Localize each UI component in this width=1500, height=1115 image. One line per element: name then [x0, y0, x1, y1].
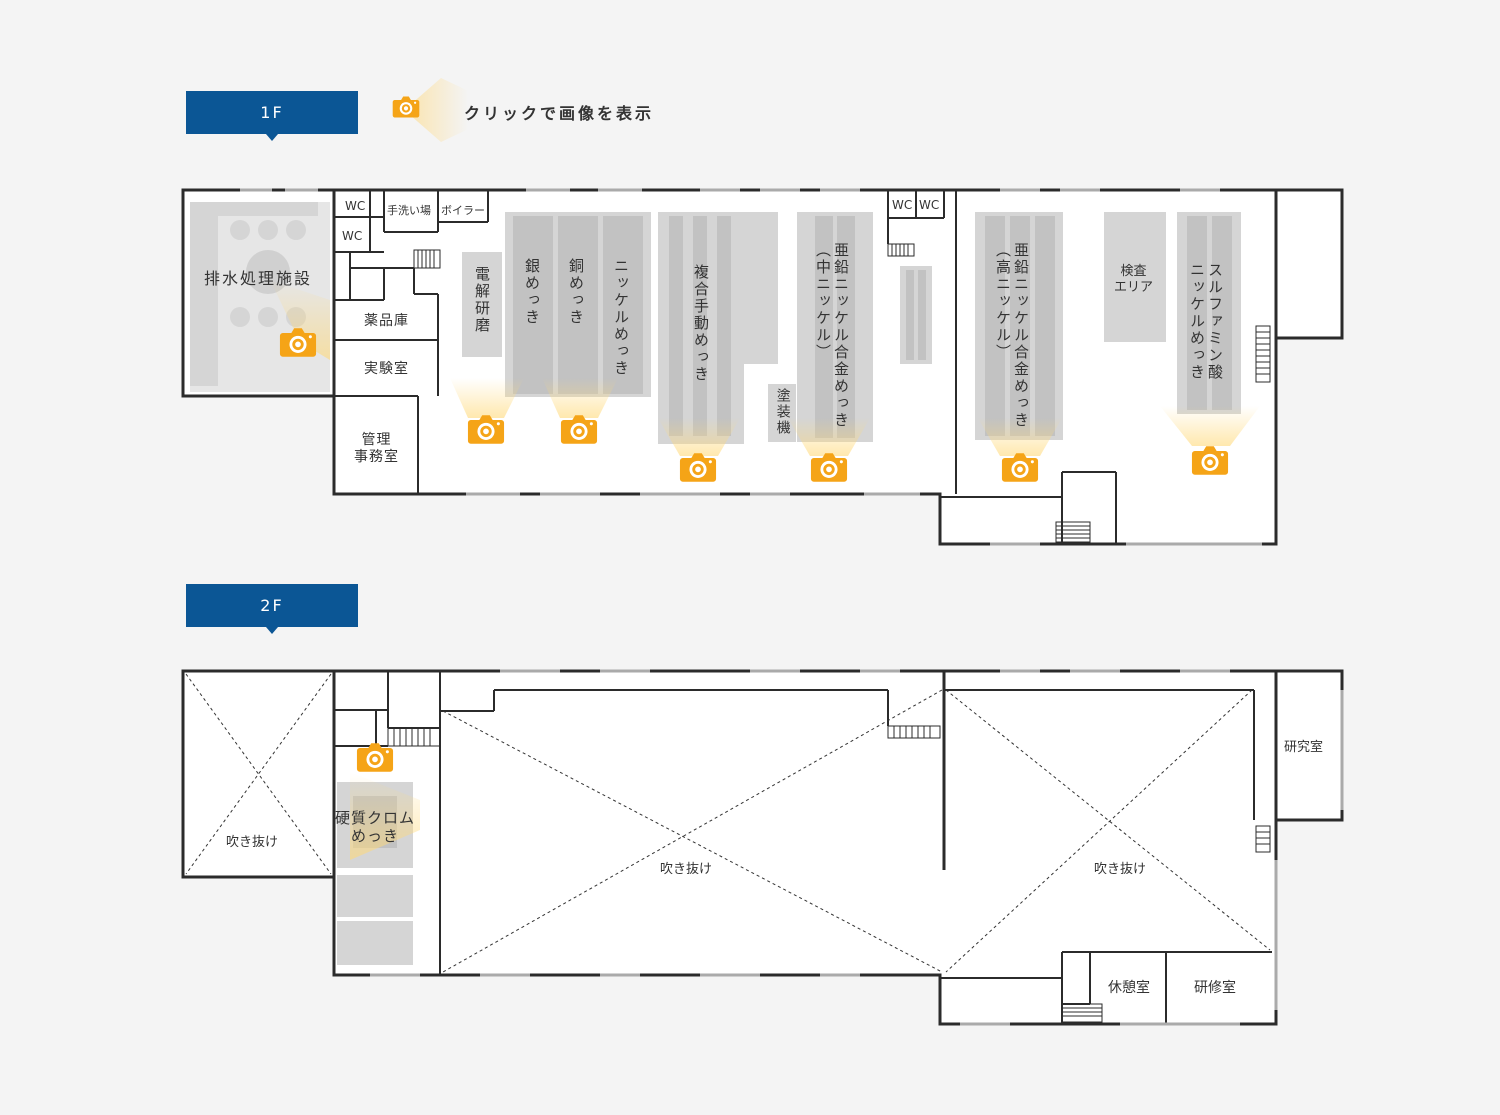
equipment-electropolishing: 電解研磨	[473, 266, 491, 334]
equipment-hard-chrome-plating: 硬質クロム めっき	[335, 809, 416, 845]
camera-button-silver[interactable]	[467, 413, 505, 446]
room-wc-1: WC	[345, 199, 366, 213]
floor-tab-1f: 1F	[186, 91, 358, 141]
floor-1f-plan	[181, 188, 1344, 546]
equipment-sulfamate-nickel-plating: スルファミン酸 ニッケルめっき	[1188, 262, 1224, 381]
equipment-zinc-nickel-mid: 亜鉛ニッケル合金めっき （中ニッケル）	[814, 242, 850, 429]
room-research: 研究室	[1284, 740, 1324, 755]
legend: クリックで画像を表示	[392, 78, 672, 142]
legend-label: クリックで画像を表示	[464, 104, 655, 123]
area-void-3: 吹き抜け	[1094, 862, 1147, 877]
room-wc-3: WC	[892, 198, 913, 212]
room-handwash: 手洗い場	[387, 204, 431, 217]
floor-tab-2f: 2F	[186, 584, 358, 634]
equipment-zinc-nickel-high: 亜鉛ニッケル合金めっき （高ニッケル）	[994, 242, 1030, 429]
room-chemical-storage: 薬品庫	[364, 313, 409, 329]
camera-button-zinc-high[interactable]	[1001, 451, 1039, 484]
room-boiler: ボイラー	[441, 204, 485, 217]
room-wc-4: WC	[919, 198, 940, 212]
equipment-copper-plating: 銅めっき	[567, 258, 585, 326]
equipment-silver-plating: 銀めっき	[523, 258, 541, 326]
area-void-2: 吹き抜け	[660, 862, 713, 877]
room-wc-2: WC	[342, 229, 363, 243]
room-break: 休憩室	[1108, 980, 1150, 996]
floor-2f-plan	[181, 669, 1344, 1026]
room-wastewater-treatment: 排水処理施設	[204, 269, 313, 288]
equipment-coating-machine: 塗装機	[774, 388, 791, 436]
room-management-office: 管理 事務室	[354, 432, 399, 465]
camera-button-wastewater[interactable]	[279, 326, 317, 359]
room-training: 研修室	[1194, 980, 1236, 996]
room-laboratory: 実験室	[364, 361, 409, 377]
equipment-composite-manual-plating: 複合手動めっき	[692, 264, 710, 383]
camera-button-sulfamate[interactable]	[1191, 444, 1229, 477]
camera-button-composite[interactable]	[679, 451, 717, 484]
equipment-nickel-plating: ニッケルめっき	[612, 258, 630, 377]
camera-button-zinc-mid[interactable]	[810, 451, 848, 484]
camera-icon	[392, 95, 420, 119]
area-void-1: 吹き抜け	[226, 835, 279, 850]
camera-button-hard-chrome[interactable]	[356, 741, 394, 774]
camera-button-copper[interactable]	[560, 413, 598, 446]
area-inspection: 検査 エリア	[1114, 264, 1154, 295]
